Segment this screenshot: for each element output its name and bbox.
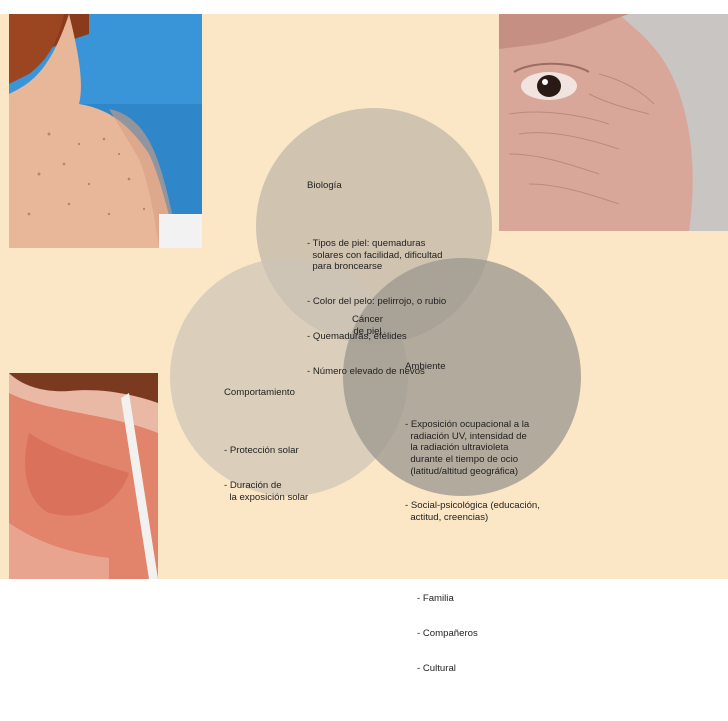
environment-list: - Exposición ocupacional a la radiación …	[405, 396, 540, 547]
environment-subitem: - Cultural	[417, 663, 540, 675]
behavior-title: Comportamiento	[224, 387, 308, 399]
behavior-item: - Protección solar	[224, 445, 308, 457]
environment-text: Ambiente - Exposición ocupacional a la r…	[405, 338, 540, 721]
biology-item: - Color del pelo: pelirrojo, o rubio	[307, 296, 446, 308]
environment-title: Ambiente	[405, 361, 540, 373]
biology-title: Biología	[307, 180, 446, 192]
biology-item: - Tipos de piel: quemaduras solares con …	[307, 238, 446, 273]
environment-subitem: - Familia	[417, 593, 540, 605]
environment-item: - Exposición ocupacional a la radiación …	[405, 419, 540, 477]
environment-subitem: - Compañeros	[417, 628, 540, 640]
behavior-list: - Protección solar - Duración de la expo…	[224, 422, 308, 526]
page: Biología - Tipos de piel: quemaduras sol…	[0, 0, 728, 579]
environment-sublist: - Familia - Compañeros - Cultural	[405, 570, 540, 698]
center-label: Cáncer de piel	[352, 314, 383, 337]
behavior-item: - Duración de la exposición solar	[224, 480, 308, 503]
environment-item: - Social-psicológica (educación, actitud…	[405, 500, 540, 523]
behavior-text: Comportamiento - Protección solar - Dura…	[224, 364, 308, 550]
